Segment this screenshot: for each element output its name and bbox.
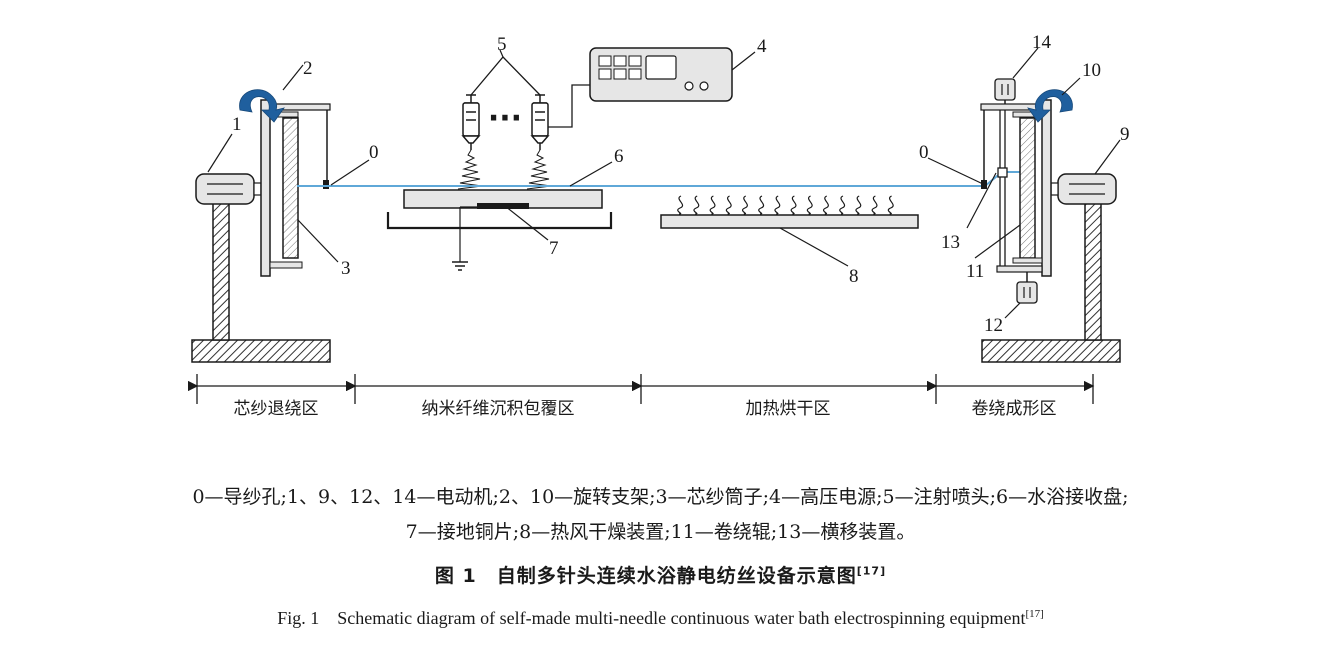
heat-wave-icon	[741, 195, 748, 215]
zone-winding: 卷绕成形区	[972, 399, 1057, 419]
ground-symbol-icon	[452, 261, 468, 271]
figure-title-en: Fig. 1 Schematic diagram of self-made mu…	[0, 604, 1321, 630]
heat-wave-icon	[887, 195, 894, 215]
zone-dimension-bar	[187, 374, 1095, 404]
heat-wave-icon	[774, 195, 781, 215]
needle-ellipsis: ···	[488, 101, 522, 136]
water-bath-tank	[386, 212, 613, 230]
right-rotation-arrow-icon	[1027, 89, 1073, 123]
heat-wave-icon	[855, 195, 862, 215]
label-5: 5	[497, 34, 507, 55]
zone-deposition: 纳米纤维沉积包覆区	[422, 399, 575, 419]
label-9: 9	[1120, 124, 1130, 145]
core-yarn-bobbin	[282, 117, 299, 259]
figure-title-cn: 图 1 自制多针头连续水浴静电纺丝设备示意图[17]	[0, 561, 1321, 588]
left-unwinding-unit	[191, 89, 331, 363]
heat-wave-icon	[806, 195, 813, 215]
label-14: 14	[1032, 32, 1052, 53]
left-yarn-guide	[323, 180, 329, 189]
figure-title-en-ref: [17]	[1025, 608, 1044, 620]
right-rotating-frame	[1041, 99, 1052, 277]
label-0-left: 0	[369, 142, 379, 163]
label-7: 7	[549, 238, 559, 259]
left-motor-icon	[195, 173, 255, 205]
zone-drying: 加热烘干区	[746, 399, 831, 419]
heat-wave-icon	[758, 195, 765, 215]
electrospinning-equipment-diagram: ···	[187, 32, 1130, 419]
right-yarn-guide	[981, 180, 987, 189]
heat-wave-icon	[709, 195, 716, 215]
label-10: 10	[1082, 60, 1101, 81]
heat-wave-icon	[725, 195, 732, 215]
hot-air-drying-device	[660, 195, 919, 229]
label-11: 11	[966, 261, 984, 282]
legend-line-2: 7—接地铜片;8—热风干燥装置;11—卷绕辊;13—横移装置。	[405, 521, 916, 543]
legend-line-1: 0—导纱孔;1、9、12、14—电动机;2、10—旋转支架;3—芯纱筒子;4—高…	[192, 486, 1129, 508]
left-stand-base	[191, 339, 331, 363]
label-0-right: 0	[919, 142, 929, 163]
motor-14-icon	[994, 78, 1016, 101]
figure-title-cn-text: 图 1 自制多针头连续水浴静电纺丝设备示意图	[434, 565, 857, 587]
right-stand-post	[1084, 199, 1102, 341]
ground-copper-plate	[477, 203, 529, 209]
heat-wave-icon	[871, 195, 878, 215]
label-3: 3	[341, 258, 351, 279]
right-motor-icon	[1057, 173, 1117, 205]
label-8: 8	[849, 266, 859, 287]
deposition-unit: ···	[386, 47, 733, 271]
figure-title-cn-ref: [17]	[856, 564, 887, 578]
label-6: 6	[614, 146, 624, 167]
right-stand-base	[981, 339, 1121, 363]
right-winding-unit	[980, 78, 1121, 363]
electrospinning-jet-icon	[457, 149, 483, 190]
left-rotating-frame	[260, 99, 271, 277]
heat-wave-icon	[822, 195, 829, 215]
high-voltage-power-supply	[589, 47, 733, 102]
syringe-nozzle-icon	[461, 94, 481, 150]
label-12: 12	[984, 315, 1003, 336]
heat-wave-icon	[693, 195, 700, 215]
label-1: 1	[232, 114, 242, 135]
motor-12-icon	[1016, 281, 1038, 304]
heat-wave-icon	[790, 195, 797, 215]
heat-wave-icon	[839, 195, 846, 215]
label-4: 4	[757, 36, 767, 57]
syringe-nozzle-icon	[530, 94, 550, 150]
winding-roller	[1019, 117, 1036, 259]
label-2: 2	[303, 58, 313, 79]
figure-title-en-text: Fig. 1 Schematic diagram of self-made mu…	[277, 608, 1026, 628]
electrospinning-jet-icon	[526, 149, 552, 190]
left-stand-post	[212, 199, 230, 341]
traverse-slider	[997, 167, 1008, 178]
heat-wave-icon	[677, 195, 684, 215]
zone-unwinding: 芯纱退绕区	[234, 399, 319, 419]
left-rotation-arrow-icon	[239, 89, 285, 123]
label-13: 13	[941, 232, 960, 253]
